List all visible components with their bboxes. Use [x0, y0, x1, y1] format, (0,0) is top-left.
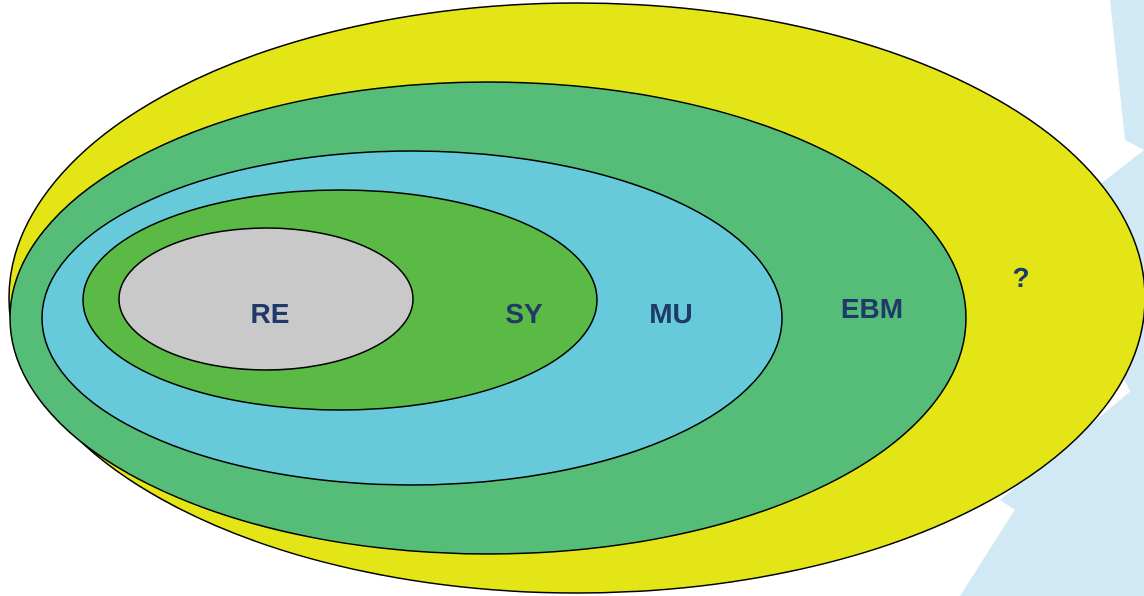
ebm-label: EBM — [841, 293, 903, 324]
sy-label: SY — [505, 298, 543, 329]
outer-label: ? — [1012, 262, 1029, 293]
re-set-ellipse — [118, 227, 414, 371]
watermark-ray-diagonal — [1000, 380, 1144, 540]
re-label: RE — [251, 298, 290, 329]
mu-label: MU — [649, 298, 693, 329]
watermark-ray-top — [1110, 0, 1144, 150]
